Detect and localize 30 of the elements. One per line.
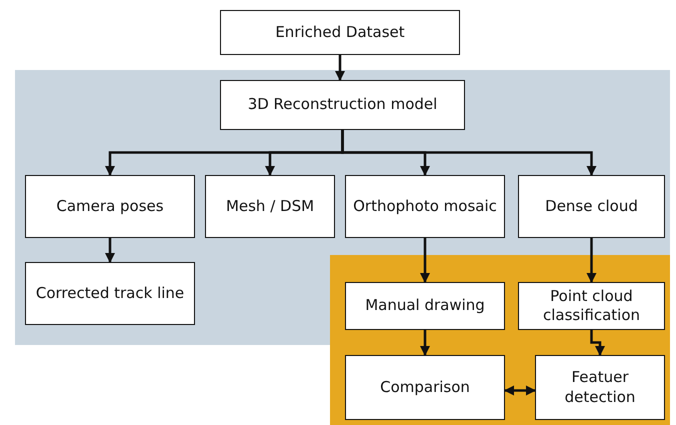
arrow bbox=[341, 130, 596, 176]
process-box bbox=[518, 175, 665, 238]
process-box bbox=[518, 282, 665, 330]
process-box bbox=[345, 175, 505, 238]
process-box bbox=[345, 282, 505, 330]
arrow bbox=[105, 238, 115, 263]
process-box bbox=[535, 355, 665, 420]
process-box bbox=[345, 355, 505, 420]
box-label: Mesh / DSM bbox=[226, 196, 314, 216]
box-label: 3D Reconstruction model bbox=[248, 95, 438, 115]
arrow bbox=[586, 238, 596, 283]
box-label: Dense cloud bbox=[545, 196, 638, 216]
process-box bbox=[25, 175, 195, 238]
arrow bbox=[335, 55, 345, 81]
box-label: Camera poses bbox=[56, 196, 164, 216]
process-box bbox=[25, 262, 195, 325]
arrow bbox=[420, 330, 430, 356]
box-label: Enriched Dataset bbox=[275, 22, 405, 42]
process-box bbox=[220, 10, 460, 55]
arrow bbox=[420, 238, 430, 283]
process-box bbox=[220, 80, 465, 130]
box-label: Orthophoto mosaic bbox=[353, 196, 497, 216]
box-label: Corrected track line bbox=[36, 284, 184, 304]
arrow bbox=[590, 330, 605, 356]
arrow bbox=[504, 386, 536, 396]
process-box bbox=[205, 175, 335, 238]
box-label: Featuer detection bbox=[564, 368, 636, 407]
box-label: Comparison bbox=[380, 378, 470, 398]
box-label: Manual drawing bbox=[365, 296, 485, 316]
box-label: Point cloud classification bbox=[542, 286, 642, 326]
